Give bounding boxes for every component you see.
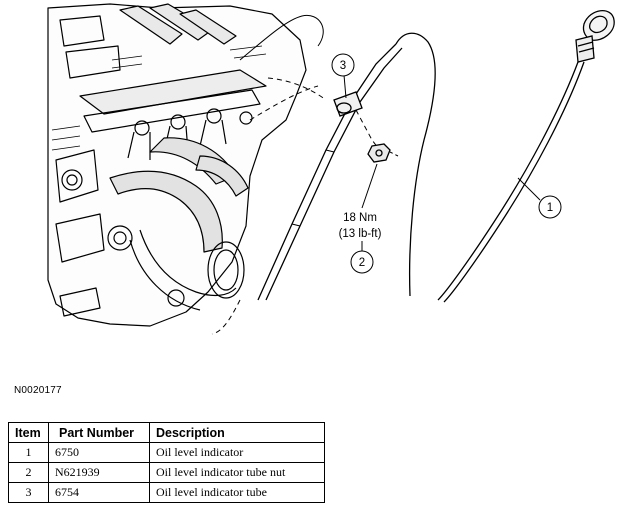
row-item: 3 [8,482,49,503]
row-part-number: 6754 [48,482,150,503]
torque-metric: 18 Nm [343,212,377,224]
table-row: 2 N621939 Oil level indicator tube nut [8,462,325,483]
callout-1: 1 [517,177,562,219]
callout-2: 18 Nm (13 lb-ft) 2 [339,163,382,274]
oil-level-indicator-tube-drawing [211,32,436,335]
dipstick-drawing [437,10,615,303]
torque-imperial: (13 lb-ft) [339,228,382,240]
row-description: Oil level indicator [149,442,325,463]
table-row: 3 6754 Oil level indicator tube [8,482,325,503]
callout-2-label: 2 [359,257,365,269]
header-item: Item [8,422,49,443]
callout-3: 3 [331,53,355,99]
table-header-row: Item Part Number Description [8,422,325,443]
parts-table: Item Part Number Description 1 6750 Oil … [8,422,325,503]
table-row: 1 6750 Oil level indicator [8,442,325,463]
engine-illustration: 1 3 18 Nm (13 lb-ft) 2 [47,3,615,335]
row-part-number: 6750 [48,442,150,463]
row-item: 1 [8,442,49,463]
row-description: Oil level indicator tube nut [149,462,325,483]
row-description: Oil level indicator tube [149,482,325,503]
figure-reference-code: N0020177 [14,385,62,396]
callout-1-label: 1 [547,202,553,214]
engine-block-drawing [47,3,324,327]
row-part-number: N621939 [48,462,150,483]
row-item: 2 [8,462,49,483]
header-description: Description [149,422,325,443]
callout-3-label: 3 [340,60,346,72]
header-part-number: Part Number [48,422,150,443]
